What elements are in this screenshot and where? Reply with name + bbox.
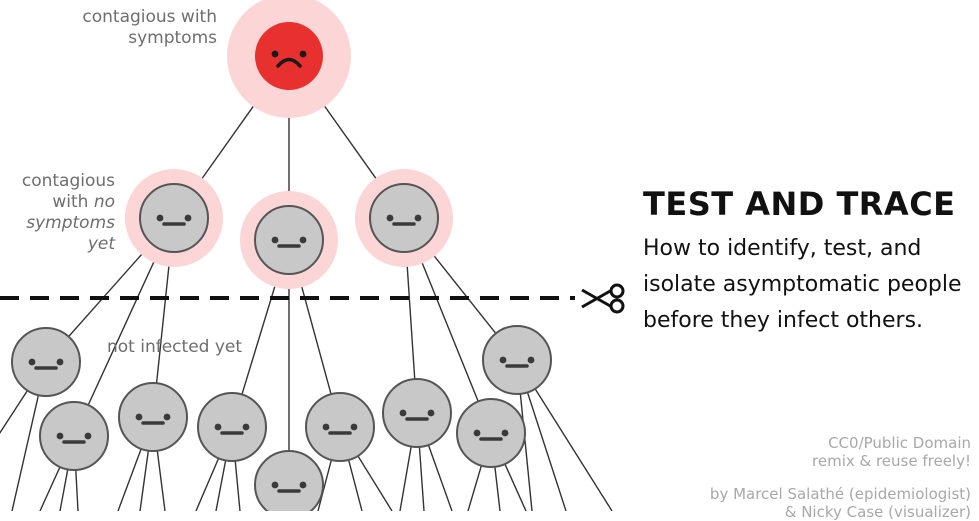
label-contagious-no-symptoms: contagious with no symptoms yet	[21, 171, 115, 254]
person-face	[355, 169, 453, 267]
person-sick-face	[227, 0, 351, 118]
person-face	[11, 327, 81, 397]
label-not-infected: not infected yet	[107, 337, 243, 357]
scissors-icon	[581, 283, 625, 314]
person-face	[456, 398, 526, 468]
person-face	[305, 392, 375, 462]
info-description: How to identify, test, and isolate asymp…	[643, 236, 962, 333]
person-face	[482, 325, 552, 395]
person-face	[39, 401, 109, 471]
person-face	[125, 169, 223, 267]
person-face	[240, 191, 338, 289]
person-face	[118, 382, 188, 452]
person-face	[382, 378, 452, 448]
person-face	[197, 392, 267, 462]
person-face	[254, 450, 324, 511]
author-credit: by Marcel Salathé (epidemiologist) & Nic…	[709, 485, 971, 521]
license-credit: CC0/Public Domain remix & reuse freely!	[812, 434, 971, 470]
people-nodes	[11, 0, 552, 511]
info-title: TEST AND TRACE	[643, 185, 956, 223]
label-contagious-symptoms: contagious with symptoms	[82, 7, 217, 48]
